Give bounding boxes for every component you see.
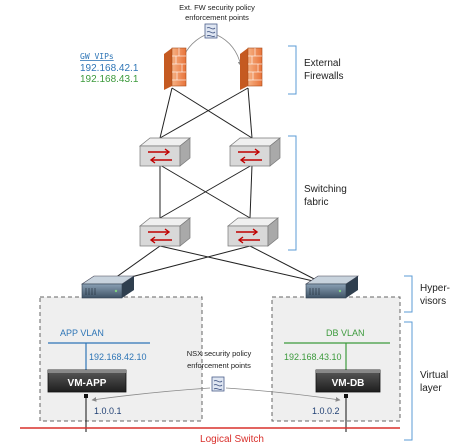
layer-external-firewalls-line2: Firewalls (304, 71, 343, 82)
server-icon (81, 275, 135, 299)
layer-virtual-line1: Virtual (420, 370, 448, 381)
firewall-icon (240, 47, 263, 90)
layer-hypervisors-line1: Hyper- (420, 283, 450, 294)
server-icon (305, 275, 359, 299)
firewall-icon (164, 47, 187, 90)
physical-links (107, 87, 323, 284)
vm-app-label: VM-APP (68, 378, 107, 389)
layer-brackets (288, 45, 413, 441)
app-lif-port (84, 394, 88, 398)
nsx-title-line2: enforcement points (187, 361, 251, 370)
policy-scroll-icon (204, 23, 218, 39)
ext-fw-title-line1: Ext. FW security policy (179, 3, 255, 12)
db-ip: 192.168.43.10 (284, 352, 342, 362)
policy-scroll-icon (211, 376, 225, 392)
vm-app: VM-APP (47, 369, 127, 393)
layer-switching-fabric-line2: fabric (304, 197, 328, 208)
layer-external-firewalls-line1: External (304, 58, 341, 69)
logical-switch-label: Logical Switch (200, 434, 264, 445)
gw-vips: GW VIPs 192.168.42.1 192.168.43.1 (80, 52, 139, 85)
vm-db-label: VM-DB (332, 378, 365, 389)
switch-icon (227, 217, 279, 247)
vm-db: VM-DB (315, 369, 381, 393)
layer-virtual-line2: layer (420, 383, 442, 394)
layer-switching-fabric-line1: Switching (304, 184, 347, 195)
nsx-policy-annotation: NSX security policy enforcement points (91, 349, 341, 402)
switch-icon (139, 217, 191, 247)
switch-icon (229, 137, 281, 167)
db-vlan-label: DB VLAN (326, 328, 365, 338)
app-vlan-label: APP VLAN (60, 328, 104, 338)
app-vlan: APP VLAN 192.168.42.10 (48, 328, 150, 370)
layer-hypervisors-line2: visors (420, 296, 446, 307)
nsx-title-line1: NSX security policy (187, 349, 252, 358)
gw-vips-title: GW VIPs (80, 52, 114, 61)
db-lif-ip: 1.0.0.2 (312, 406, 340, 416)
switch-icon (139, 137, 191, 167)
ext-fw-title-line2: enforcement points (185, 13, 249, 22)
hypervisor-host-left (39, 296, 203, 422)
db-vlan: DB VLAN 192.168.43.10 (284, 328, 390, 370)
app-ip: 192.168.42.10 (89, 352, 147, 362)
app-lif-ip: 1.0.0.1 (94, 406, 122, 416)
gw-vip-2: 192.168.43.1 (80, 74, 139, 85)
db-lif-port (344, 394, 348, 398)
gw-vip-1: 192.168.42.1 (80, 63, 139, 74)
